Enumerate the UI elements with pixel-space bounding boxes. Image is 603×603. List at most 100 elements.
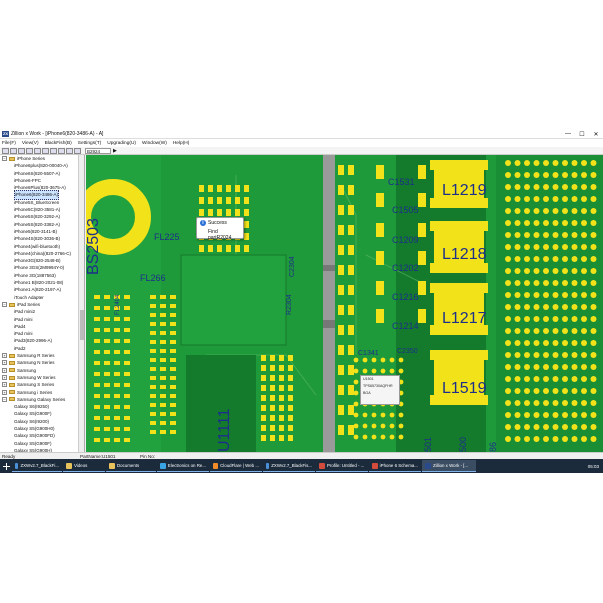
smd-pad[interactable] bbox=[270, 405, 275, 411]
bga-ball[interactable] bbox=[571, 304, 578, 310]
bga-ball[interactable] bbox=[533, 232, 540, 238]
smd-pad[interactable] bbox=[348, 405, 354, 415]
bga-ball[interactable] bbox=[371, 434, 377, 440]
smd-pad[interactable] bbox=[270, 435, 275, 441]
inductor-pad[interactable] bbox=[430, 198, 488, 208]
bga-ball[interactable] bbox=[371, 412, 377, 418]
smd-pad[interactable] bbox=[160, 313, 166, 317]
smd-pad[interactable] bbox=[150, 430, 156, 434]
bga-ball[interactable] bbox=[562, 244, 568, 250]
tree-group[interactable]: +Samsung R Series bbox=[0, 352, 84, 359]
fit-icon[interactable] bbox=[50, 147, 57, 154]
taskbar-item[interactable]: ZXWv2.7_BlackFi... bbox=[12, 460, 62, 472]
bga-ball[interactable] bbox=[524, 328, 530, 334]
start-button[interactable] bbox=[0, 459, 12, 473]
bga-ball[interactable] bbox=[571, 160, 578, 166]
smd-pad[interactable] bbox=[114, 372, 120, 376]
smd-pad[interactable] bbox=[348, 165, 354, 175]
bga-ball[interactable] bbox=[533, 436, 540, 442]
smd-pad[interactable] bbox=[104, 416, 110, 420]
bga-ball[interactable] bbox=[581, 436, 587, 442]
bga-ball[interactable] bbox=[590, 388, 597, 394]
bga-ball[interactable] bbox=[389, 357, 395, 363]
smd-pad[interactable] bbox=[170, 421, 176, 425]
bga-ball[interactable] bbox=[524, 232, 530, 238]
bga-ball[interactable] bbox=[514, 400, 521, 406]
smd-pad[interactable] bbox=[338, 165, 344, 175]
smd-pad[interactable] bbox=[160, 385, 166, 389]
bga-ball[interactable] bbox=[562, 280, 568, 286]
bga-ball[interactable] bbox=[562, 316, 568, 322]
tree-item[interactable]: Galaxy S5(G900F) bbox=[0, 440, 84, 447]
bga-ball[interactable] bbox=[389, 368, 395, 374]
bga-ball[interactable] bbox=[533, 256, 540, 262]
layer-bottom-icon[interactable] bbox=[18, 147, 25, 154]
bga-ball[interactable] bbox=[543, 304, 549, 310]
bga-ball[interactable] bbox=[505, 268, 511, 274]
smd-pad[interactable] bbox=[160, 421, 166, 425]
bga-ball[interactable] bbox=[524, 376, 530, 382]
bga-ball[interactable] bbox=[581, 292, 587, 298]
bga-ball[interactable] bbox=[552, 184, 559, 190]
bga-ball[interactable] bbox=[552, 412, 559, 418]
smd-pad[interactable] bbox=[104, 339, 110, 343]
smd-pad[interactable] bbox=[104, 405, 110, 409]
smd-pad[interactable] bbox=[160, 376, 166, 380]
tree-item[interactable]: iPad mini bbox=[0, 330, 84, 337]
smd-pad[interactable] bbox=[104, 383, 110, 387]
bga-ball[interactable] bbox=[543, 376, 549, 382]
smd-pad[interactable] bbox=[104, 427, 110, 431]
bga-ball[interactable] bbox=[581, 328, 587, 334]
bga-ball[interactable] bbox=[590, 208, 597, 214]
smd-pad[interactable] bbox=[114, 339, 120, 343]
bga-ball[interactable] bbox=[398, 368, 404, 374]
smd-pad[interactable] bbox=[114, 350, 120, 354]
smd-pad[interactable] bbox=[114, 306, 120, 310]
bga-ball[interactable] bbox=[353, 423, 359, 429]
smd-pad[interactable] bbox=[124, 372, 130, 376]
expand-icon[interactable]: + bbox=[2, 360, 7, 366]
tree-item[interactable]: iPad2 bbox=[0, 345, 84, 352]
bga-ball[interactable] bbox=[581, 280, 587, 286]
bga-ball[interactable] bbox=[571, 364, 578, 370]
bga-ball[interactable] bbox=[590, 340, 597, 346]
expand-icon[interactable]: + bbox=[2, 382, 7, 388]
smd-pad[interactable] bbox=[270, 425, 275, 431]
bga-ball[interactable] bbox=[581, 208, 587, 214]
menu-blackfish[interactable]: BlackFish(B) bbox=[44, 140, 72, 146]
inductor-pad[interactable] bbox=[430, 325, 488, 335]
bga-ball[interactable] bbox=[543, 328, 549, 334]
menu-settings[interactable]: Settings(T) bbox=[77, 140, 102, 146]
smd-pad[interactable] bbox=[199, 185, 204, 192]
menu-window[interactable]: Window(W) bbox=[142, 140, 167, 146]
bga-ball[interactable] bbox=[524, 316, 530, 322]
capacitor-pad[interactable] bbox=[376, 309, 384, 323]
bga-ball[interactable] bbox=[533, 268, 540, 274]
smd-pad[interactable] bbox=[104, 361, 110, 365]
bga-ball[interactable] bbox=[505, 208, 511, 214]
tree-item[interactable]: iPhone6S(820-5507-A) bbox=[0, 170, 84, 177]
bga-ball[interactable] bbox=[353, 434, 359, 440]
tree-group[interactable]: −iPhone Series bbox=[0, 155, 84, 162]
grid-icon[interactable] bbox=[74, 147, 81, 154]
smd-pad[interactable] bbox=[348, 265, 354, 275]
bga-ball[interactable] bbox=[562, 364, 568, 370]
bga-ball[interactable] bbox=[505, 352, 511, 358]
capacitor-pad[interactable] bbox=[376, 193, 384, 207]
bga-ball[interactable] bbox=[590, 244, 597, 250]
smd-pad[interactable] bbox=[124, 295, 130, 299]
clock[interactable]: 05:03 bbox=[587, 463, 599, 469]
bga-ball[interactable] bbox=[590, 184, 597, 190]
tree-group[interactable]: +Samsung N Series bbox=[0, 359, 84, 366]
smd-pad[interactable] bbox=[199, 245, 204, 252]
bga-ball[interactable] bbox=[533, 352, 540, 358]
smd-pad[interactable] bbox=[124, 328, 130, 332]
smd-pad[interactable] bbox=[208, 197, 213, 204]
bga-ball[interactable] bbox=[514, 436, 521, 442]
capacitor-pad[interactable] bbox=[376, 223, 384, 237]
bga-ball[interactable] bbox=[590, 328, 597, 334]
bga-ball[interactable] bbox=[571, 184, 578, 190]
bga-ball[interactable] bbox=[562, 376, 568, 382]
smd-pad[interactable] bbox=[94, 328, 100, 332]
smd-pad[interactable] bbox=[94, 416, 100, 420]
